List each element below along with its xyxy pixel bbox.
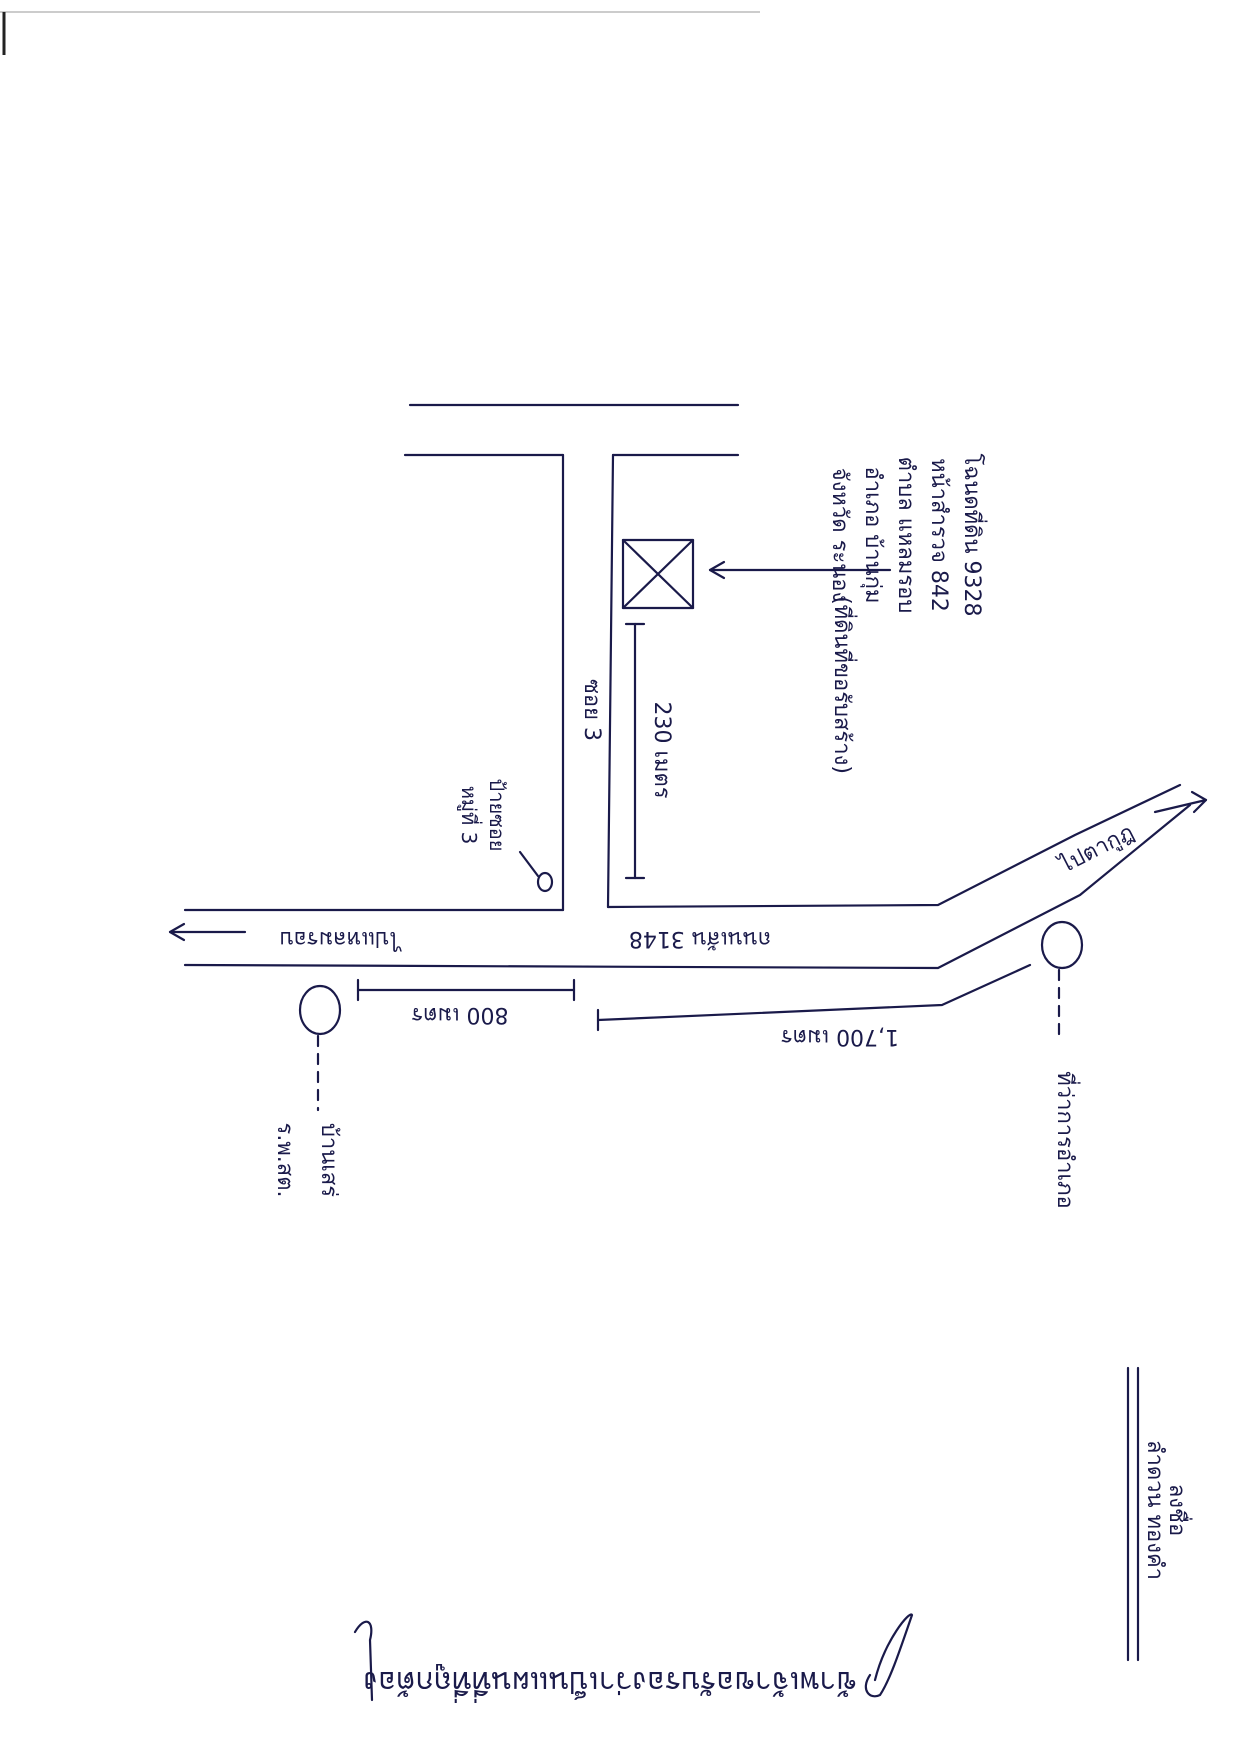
signature-name-line-1: ลงชื่อ — [1164, 1484, 1193, 1536]
signature-caption: ข้าพเจ้าขอรับรองว่าเป็นแผนที่ที่ถูกต้อง — [363, 1664, 856, 1703]
east-landmark-label: ที่ว่าการอำเภอ — [1052, 1071, 1081, 1209]
site-note-line-4: อำเภอ บ้านกุ่ม — [860, 467, 885, 604]
soi-sign-leader — [518, 850, 540, 878]
main-road-south-edge — [183, 803, 1192, 970]
distance-east-label: 1,700 เมตร — [781, 1024, 899, 1049]
site-note-line-6: (ที่ดินที่ขอรับสร้าง) — [829, 596, 858, 774]
site-note-line-2: หน้าสำรวจ 842 — [926, 458, 951, 612]
east-direction-label: ไปตากูฎ — [1054, 819, 1139, 879]
soi-sign-icon — [536, 871, 554, 893]
distance-soi-label: 230 เมตร — [649, 701, 674, 798]
distance-west-marker — [356, 978, 576, 1002]
west-direction-label: ไปแหลมรอบ — [280, 926, 403, 952]
east-arrow-icon — [1153, 790, 1208, 814]
signature-name-line-2: ลำดวน ทองคำ — [1142, 1440, 1167, 1580]
site-note: โฉนดที่ดิน 9328 หน้าสำรวจ 842 ตำบล แหลมร… — [827, 454, 988, 774]
site-note-line-5: จังหวัด ระนอง — [827, 468, 852, 602]
soi-sign-label-line-1: ป้ายซอย — [485, 779, 509, 852]
west-landmark-label-line-1: ร.พ.สต. — [272, 1122, 297, 1197]
main-road-label: ถนนเส้น 3148 — [629, 926, 771, 951]
site-pointer-arrow-icon — [708, 560, 892, 580]
distance-west-label: 800 เมตร — [411, 1002, 508, 1027]
site-building-icon — [621, 538, 695, 610]
caption-start-flourish-icon — [353, 1620, 374, 1702]
site-note-line-1: โฉนดที่ดิน 9328 — [959, 454, 988, 617]
soi-sign-label-line-2: หมู่ที่ 3 — [456, 786, 483, 845]
distance-soi-marker — [624, 622, 646, 880]
west-landmark-circle-icon — [298, 984, 342, 1036]
west-arrow-icon — [168, 922, 247, 942]
distance-east-marker — [596, 963, 1032, 1032]
signature-mark-icon — [864, 1613, 914, 1698]
soi-label: ซอย 3 — [579, 679, 604, 741]
east-landmark-circle-icon — [1040, 920, 1084, 970]
west-landmark-label-line-2: บ้านเสร่ — [316, 1123, 341, 1197]
soi-east-edge — [606, 453, 615, 909]
main-road-north-edge-east — [606, 783, 1182, 909]
site-note-line-3: ตำบล แหลมรอบ — [893, 457, 918, 614]
